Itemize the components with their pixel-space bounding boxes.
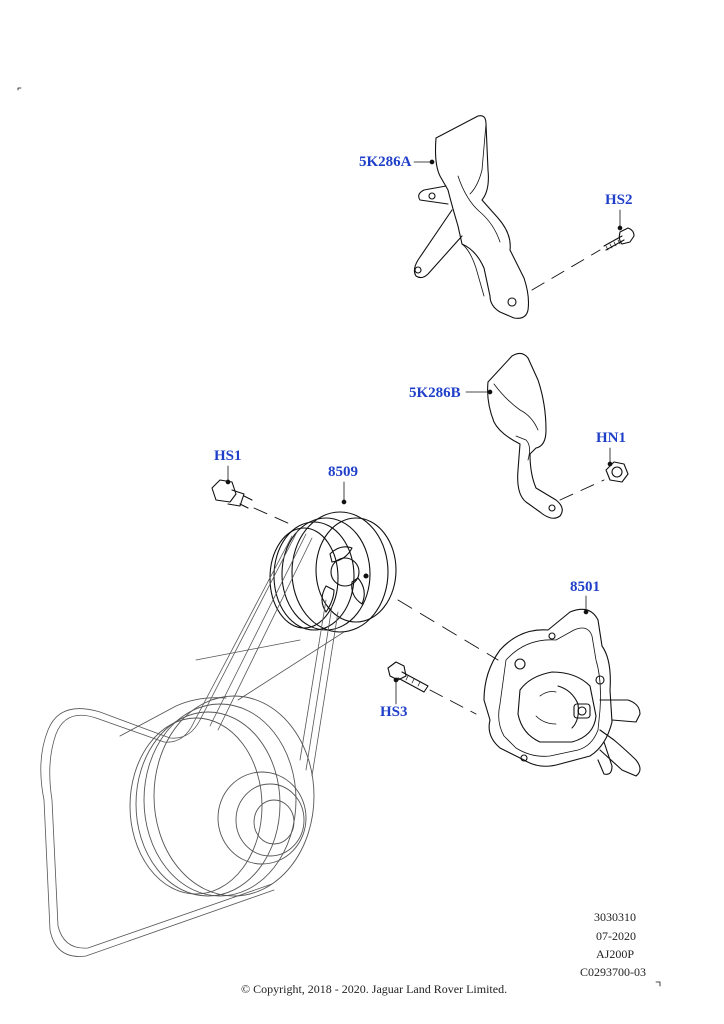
screw-hs2[interactable]	[604, 228, 634, 250]
corner-mark	[17, 87, 22, 91]
stamp-line-2: 07-2020	[596, 929, 636, 943]
callout-HS1[interactable]: HS1	[214, 448, 242, 464]
water-pump-8501[interactable]	[484, 609, 640, 776]
callout-HS2[interactable]: HS2	[605, 192, 633, 208]
drive-belt	[40, 529, 345, 957]
callout-HS3[interactable]: HS3	[380, 704, 408, 720]
centerline-hs3	[429, 689, 477, 715]
crank-pulley	[119, 695, 315, 897]
lower-bracket[interactable]	[488, 353, 563, 518]
upper-bracket[interactable]	[414, 116, 528, 319]
bolt-hs3[interactable]	[388, 662, 428, 692]
centerline-hs2	[531, 249, 601, 291]
callout-5K286B[interactable]: 5K286B	[409, 385, 461, 401]
bolt-hs1[interactable]	[212, 480, 252, 508]
copyright-text: © Copyright, 2018 - 2020. Jaguar Land Ro…	[241, 982, 508, 996]
centerline-hn1	[559, 479, 605, 501]
centerline-pulley-pump	[397, 599, 499, 661]
stamp-line-4: C0293700-03	[580, 965, 646, 979]
centerline-hs1	[253, 507, 291, 525]
callout-5K286A[interactable]: 5K286A	[359, 154, 412, 170]
pulley-8509[interactable]	[270, 512, 396, 632]
callout-8501[interactable]: 8501	[570, 579, 600, 595]
stamp-line-3: AJ200P	[596, 947, 635, 961]
corner-mark-bottom	[655, 981, 661, 987]
stamp-line-1: 3030310	[594, 910, 636, 924]
nut-hn1[interactable]	[606, 462, 628, 482]
callout-8509[interactable]: 8509	[328, 464, 358, 480]
callout-HN1[interactable]: HN1	[596, 430, 626, 446]
